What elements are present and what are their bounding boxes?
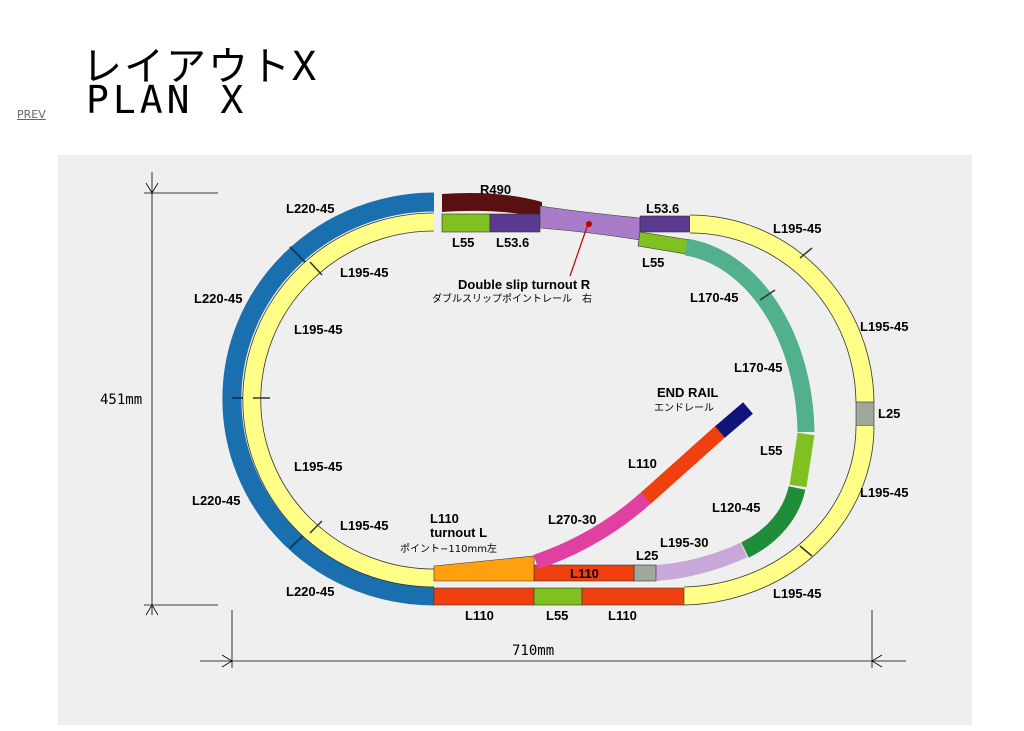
track-joint [759,289,776,301]
page-title-en: PLAN X [86,78,248,122]
end-rail [715,402,753,438]
dimension-lines [144,172,906,668]
label-height-dimension: 451mm [100,392,142,408]
page-title-jp: レイアウトX [82,44,319,90]
track-l195-30 [655,542,748,581]
width-arrow-left [221,654,233,668]
track-joint [309,261,323,276]
label-l53-6-top: L53.6 [496,235,529,250]
track-r490 [442,193,542,218]
track-outer-yellow-right-lower [683,425,874,605]
label-turnout-jp: ポイント−110mm左 [400,542,497,555]
label-l110-turnout: L110 [430,511,459,526]
pointer-line [569,223,589,277]
track-l55-mid [789,432,815,488]
prev-link[interactable]: PREV [17,108,46,121]
label-l55-mid: L55 [760,443,782,458]
track-outer-blue-left [222,192,435,606]
track-l170-45-teal [684,238,815,433]
label-l195-45-right-2: L195-45 [860,319,908,334]
label-l195-30: L195-30 [660,535,708,550]
height-arrow-bottom [145,604,159,616]
label-double-slip-en: Double slip turnout R [458,277,591,292]
label-l110-bottom-2: L110 [608,608,637,623]
label-end-rail-jp: エンドレール [654,403,714,414]
track-l110-bottom-2 [581,587,685,606]
track-joint [309,520,323,534]
label-end-rail-en: END RAIL [657,385,718,400]
pointer-dot [586,221,592,227]
label-width-dimension: 710mm [512,643,554,659]
label-l195-45-right-3: L195-45 [860,485,908,500]
turnout-l110-left [433,555,535,582]
label-r490: R490 [480,182,511,197]
label-l110-bottom-1: L110 [465,608,494,623]
label-l270-30: L270-30 [548,512,596,527]
label-l220-45-bottom: L220-45 [286,584,334,599]
label-l25-bottom: L25 [636,548,658,563]
label-double-slip-jp: ダブルスリップポイントレール 右 [432,292,592,305]
track-l25-right [855,401,875,427]
label-l195-45-inner-3: L195-45 [294,459,342,474]
track-l110-spur [640,424,728,504]
track-joint [289,533,306,549]
track-outer-yellow-right [689,215,874,403]
label-l195-45-inner-1: L195-45 [340,265,388,280]
label-l55-bottom: L55 [546,608,568,623]
label-l170-45-2: L170-45 [734,360,782,375]
track-joint [289,246,306,263]
label-l195-45-inner-4: L195-45 [340,518,388,533]
label-l195-45-right-4: L195-45 [773,586,821,601]
label-l53-6-right: L53.6 [646,201,679,216]
label-l110-spur: L110 [628,456,657,471]
track-l53-6-right [639,215,691,233]
label-l120-45: L120-45 [712,500,760,515]
track-joint [799,545,813,557]
track-l120-45 [741,485,806,558]
track-l55-top [441,213,491,233]
label-l170-45-1: L170-45 [690,290,738,305]
label-l220-45-top: L220-45 [286,201,334,216]
label-l55-top: L55 [452,235,474,250]
label-l195-45-right-1: L195-45 [773,221,821,236]
diagram-background [58,155,972,725]
track-l53-6-top [489,213,541,233]
track-l55-bottom [533,587,583,606]
width-arrow-right [871,654,883,668]
track-l270-30 [533,490,654,570]
label-l195-45-inner-2: L195-45 [294,322,342,337]
label-l110-mid: L110 [570,566,599,581]
label-l25-right: L25 [878,406,900,421]
track-l55-right [637,231,691,255]
height-arrow-top [145,182,159,194]
track-inner-yellow-left [242,213,435,587]
track-l110-bottom-1 [433,587,535,606]
label-l220-45-left-lower: L220-45 [192,493,240,508]
label-l55-right: L55 [642,255,664,270]
track-joint [799,247,813,259]
track-l25-bottom [633,564,657,582]
label-l220-45-left-upper: L220-45 [194,291,242,306]
label-turnout-l: turnout L [430,525,487,540]
